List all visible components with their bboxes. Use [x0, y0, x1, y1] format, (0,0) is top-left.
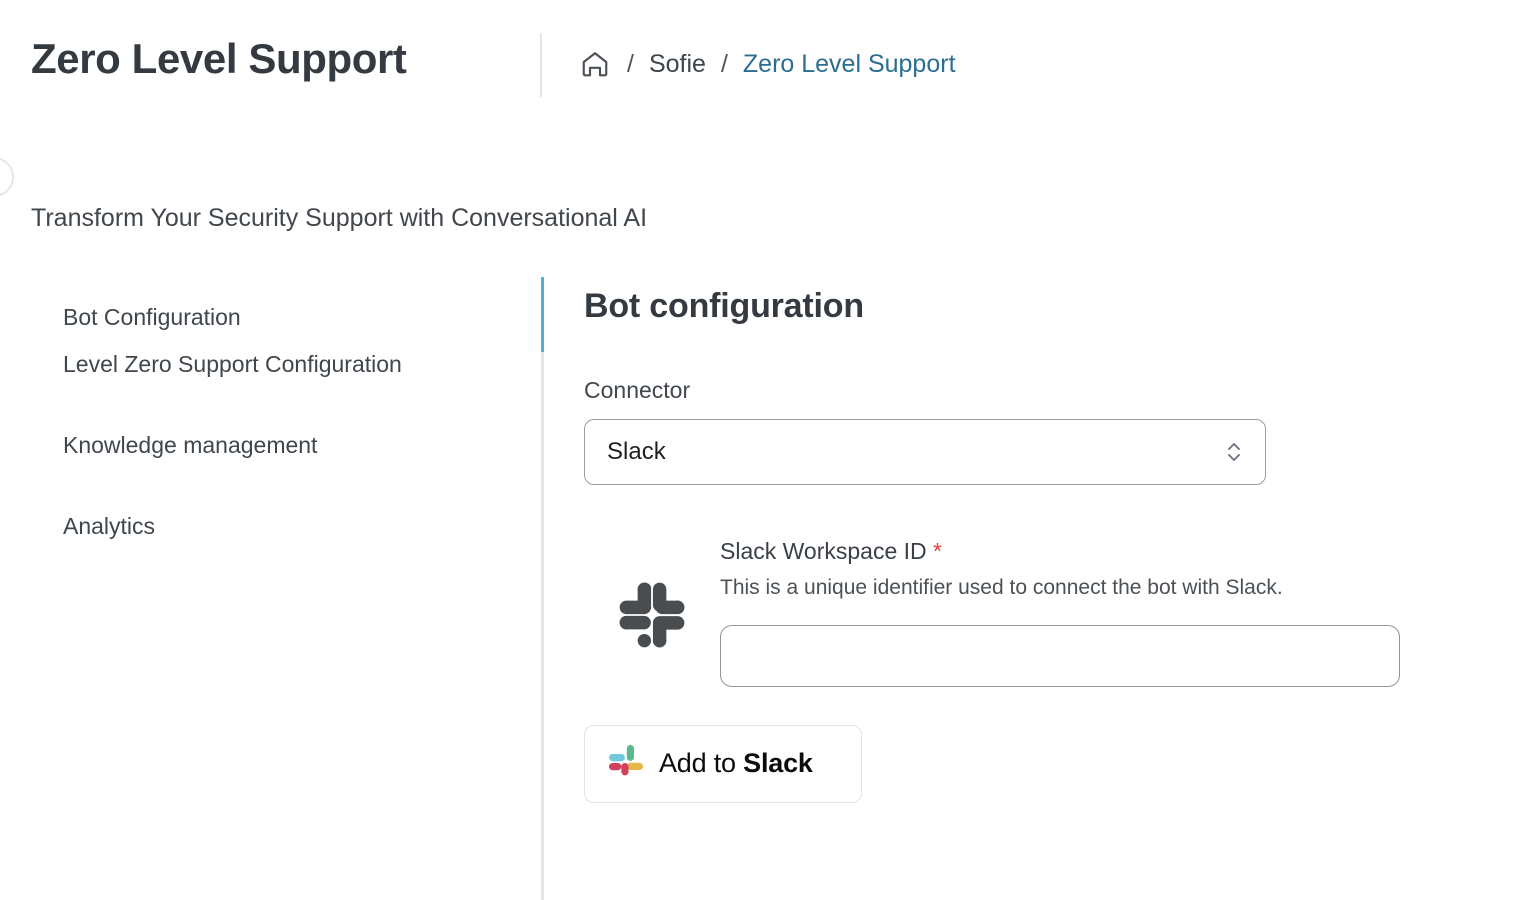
home-icon[interactable] [578, 47, 612, 81]
slack-workspace-id-help-text: This is a unique identifier used to conn… [720, 576, 1283, 599]
sidebar-item-label: Knowledge management [63, 432, 318, 458]
sidebar-item-bot-configuration[interactable]: Bot Configuration [63, 272, 533, 353]
add-to-slack-button[interactable]: Add to Slack [584, 724, 862, 803]
nav-divider-rail [541, 277, 544, 900]
sidebar-item-label: Analytics [63, 513, 156, 539]
page-header: Zero Level Support / Sofie / Zero Level … [0, 0, 1540, 130]
connector-select[interactable]: Slack [584, 419, 1266, 485]
add-to-slack-prefix: Add to [659, 748, 744, 779]
sidebar-item-label: Level Zero Support Configuration [63, 351, 402, 377]
breadcrumb-item-sofie[interactable]: Sofie [648, 49, 706, 78]
page-body: Bot Configuration Level Zero Support Con… [0, 272, 1540, 900]
slack-workspace-fields: Slack Workspace ID * This is a unique id… [720, 540, 1484, 687]
breadcrumb-item-current[interactable]: Zero Level Support [742, 49, 956, 78]
sidebar-item-label: Bot Configuration [63, 304, 241, 330]
sidebar-collapse-toggle[interactable] [0, 157, 14, 197]
required-marker: * [933, 538, 942, 564]
connector-label: Connector [584, 377, 691, 403]
sidebar-item-level-zero-support-configuration[interactable]: Level Zero Support Configuration [63, 353, 533, 434]
sidebar-item-knowledge-management[interactable]: Knowledge management [63, 434, 533, 515]
sidebar-nav: Bot Configuration Level Zero Support Con… [63, 272, 533, 596]
page-subtitle: Transform Your Security Support with Con… [31, 204, 648, 232]
nav-active-indicator [541, 277, 544, 352]
slack-workspace-id-label: Slack Workspace ID * [720, 540, 1484, 563]
slack-workspace-section: Slack Workspace ID * This is a unique id… [584, 540, 1484, 687]
section-title: Bot configuration [584, 287, 864, 325]
slack-workspace-id-input[interactable] [720, 624, 1400, 687]
main-content: Bot configuration Connector Slack [584, 272, 1484, 803]
breadcrumb-separator: / [720, 49, 728, 78]
breadcrumb: / Sofie / Zero Level Support [578, 44, 956, 84]
connector-select-value: Slack [607, 438, 666, 465]
sidebar-item-analytics[interactable]: Analytics [63, 515, 533, 596]
add-to-slack-brand: Slack [743, 748, 813, 779]
header-divider [540, 33, 542, 97]
add-to-slack-label: Add to Slack [659, 748, 813, 779]
slack-color-logo-icon [608, 745, 644, 782]
slack-workspace-id-label-text: Slack Workspace ID [720, 538, 927, 564]
connector-select-wrapper: Slack [584, 419, 1266, 485]
breadcrumb-separator: / [627, 49, 634, 78]
slack-hash-logo-icon [584, 540, 720, 687]
page-title: Zero Level Support [31, 35, 407, 82]
